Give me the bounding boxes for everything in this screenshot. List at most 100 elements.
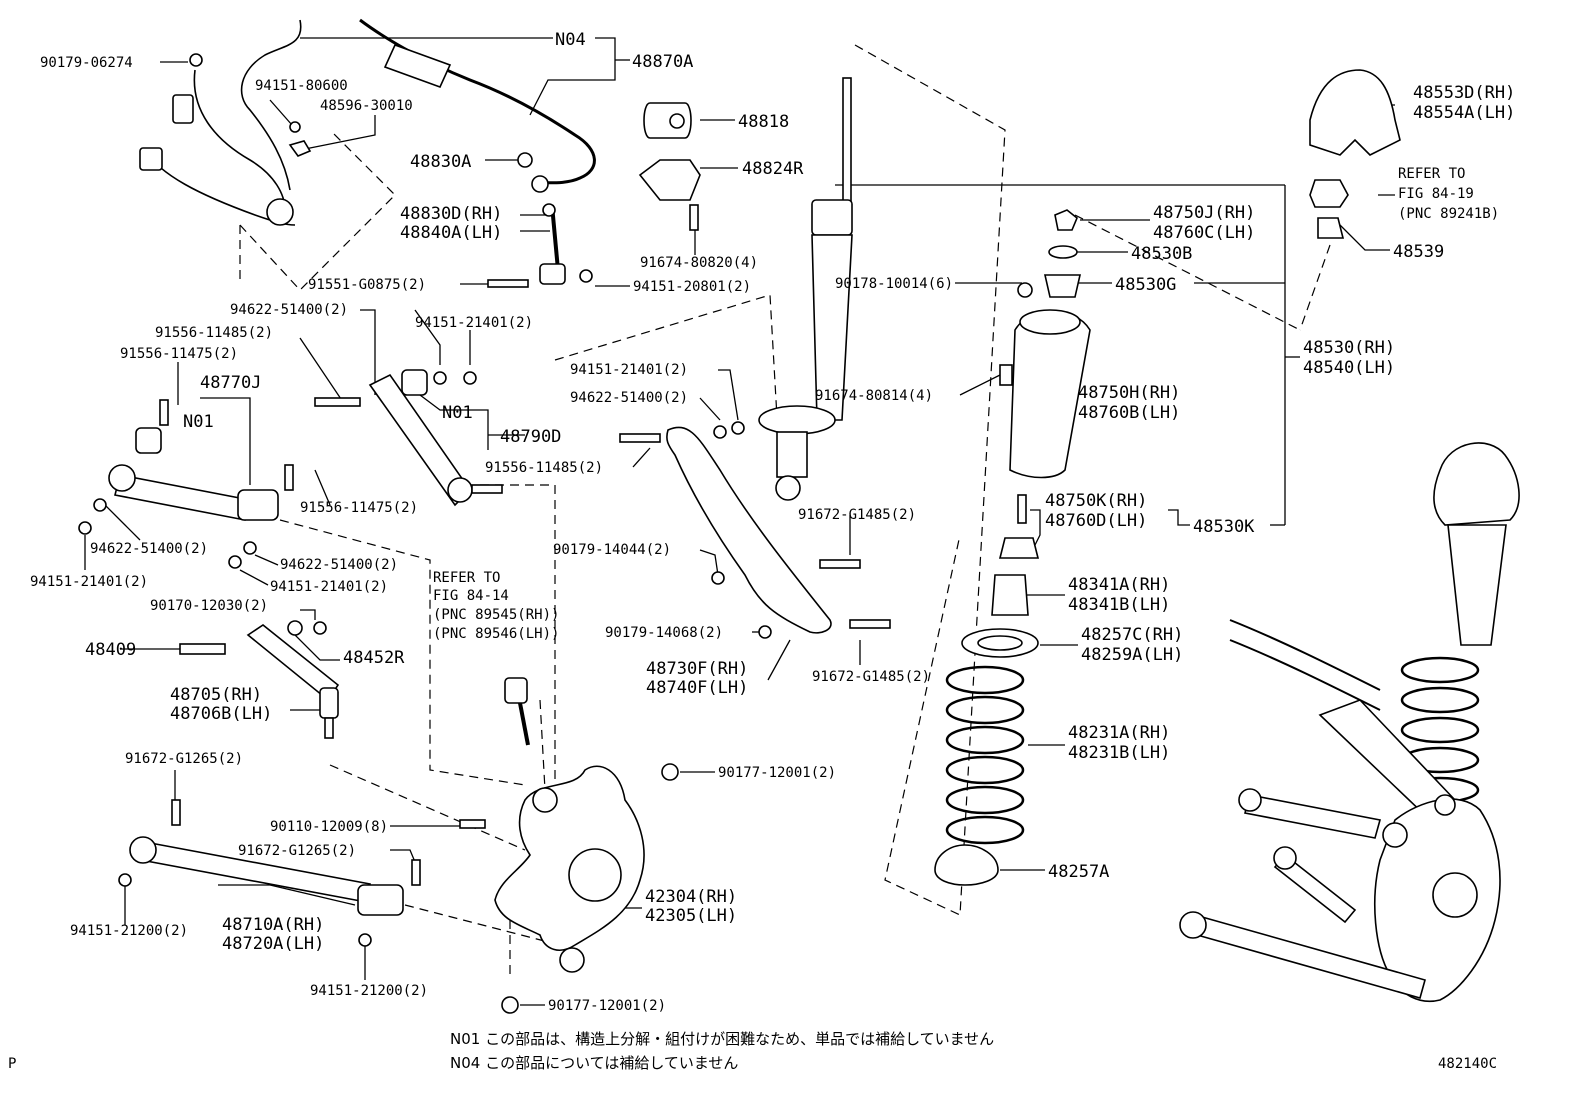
callout-90110-12009: 90110-12009(8) bbox=[270, 819, 388, 835]
callout-94151-80600: 94151-80600 bbox=[255, 78, 348, 94]
callout-48750H: 48750H(RH) bbox=[1078, 383, 1180, 403]
callout-n01-b: N01 bbox=[442, 403, 473, 423]
stabilizer-sensor-wire bbox=[240, 19, 302, 191]
bolt-90110-12009 bbox=[459, 819, 486, 829]
sensor-connector bbox=[172, 94, 194, 124]
shock-lower-eye bbox=[775, 475, 801, 501]
stabilizer-bar-cushion bbox=[383, 43, 452, 89]
refer-b-line-1: REFER TO bbox=[1398, 166, 1465, 182]
cushion-48530G bbox=[1043, 274, 1082, 298]
stabilizer-link-outline bbox=[239, 129, 396, 291]
callout-48409: 48409 bbox=[85, 640, 136, 660]
washer-94622-51400-b bbox=[93, 498, 107, 512]
callout-91674-80820: 91674-80820(4) bbox=[640, 255, 758, 271]
stabilizer-bushing-mount bbox=[266, 198, 294, 226]
clip-48539 bbox=[1317, 217, 1345, 239]
callout-n04: N04 bbox=[555, 30, 586, 50]
callout-94622-51400-a: 94622-51400(2) bbox=[230, 302, 348, 318]
knuckle-hub-bore bbox=[568, 848, 622, 902]
pin-48750K bbox=[1017, 494, 1027, 524]
callout-48824R: 48824R bbox=[742, 159, 804, 179]
nut-94151-21401-d bbox=[731, 421, 745, 435]
callout-48530G: 48530G bbox=[1115, 275, 1176, 295]
nut-90178-10014 bbox=[1017, 282, 1033, 298]
nut-90170-12030 bbox=[313, 621, 327, 635]
callout-42304: 42304(RH) bbox=[645, 887, 737, 907]
callout-48231A: 48231A(RH) bbox=[1068, 723, 1170, 743]
bolt-91551-G0875 bbox=[487, 279, 529, 288]
bolt-91674-80814 bbox=[999, 364, 1013, 386]
callout-94151-21401-c: 94151-21401(2) bbox=[270, 579, 388, 595]
nut-94151-21401-c bbox=[228, 555, 242, 569]
stabilizer-link-lower bbox=[539, 263, 566, 285]
refer-b-line-2: FIG 84-19 bbox=[1398, 186, 1474, 202]
callout-48553D: 48553D(RH) bbox=[1413, 83, 1515, 103]
page-marker: P bbox=[8, 1056, 16, 1072]
washer-94622-51400-d bbox=[713, 425, 727, 439]
bushing-n01-a bbox=[135, 427, 162, 454]
callout-94622-51400-c: 94622-51400(2) bbox=[280, 557, 398, 573]
callout-48452R: 48452R bbox=[343, 648, 405, 668]
nut-90179-14068 bbox=[758, 625, 772, 639]
stabilizer-wire-b bbox=[193, 69, 286, 211]
arm-48770J-end-b bbox=[237, 489, 279, 521]
bolt-91556-11485-a bbox=[314, 397, 361, 407]
bushing-n01-b bbox=[401, 369, 428, 396]
refer-note-line-4: (PNC 89546(LH)) bbox=[433, 626, 559, 642]
callout-48740F: 48740F(LH) bbox=[646, 678, 748, 698]
callout-48706B: 48706B(LH) bbox=[170, 704, 272, 724]
ball-joint-stud bbox=[324, 717, 334, 739]
arm-48730F bbox=[666, 426, 832, 634]
bracket-refer-89241B bbox=[1309, 179, 1349, 208]
nut-94151-20801 bbox=[579, 269, 593, 283]
callout-94151-21401-d: 94151-21401(2) bbox=[570, 362, 688, 378]
part-callout-labels: 90179-06274 94151-80600 48596-30010 N04 … bbox=[30, 30, 1515, 1014]
bolt-91556-11475-c bbox=[284, 464, 294, 491]
refer-note-line-3: (PNC 89545(RH)) bbox=[433, 607, 559, 623]
abs-sensor bbox=[504, 677, 528, 704]
bushing-48818 bbox=[643, 102, 692, 139]
bolt-48409 bbox=[179, 643, 226, 655]
note-n01: N01 この部品は、構造上分解・組付けが困難なため、単品では補給していません bbox=[450, 1030, 994, 1048]
support-48750H-top bbox=[1019, 309, 1081, 335]
callout-91672-G1265-a: 91672-G1265(2) bbox=[125, 751, 243, 767]
callout-48539: 48539 bbox=[1393, 242, 1444, 262]
callout-94622-51400-d: 94622-51400(2) bbox=[570, 390, 688, 406]
shock-body-upper bbox=[811, 199, 853, 236]
washer-94622-51400-c bbox=[243, 541, 257, 555]
callout-48870A: 48870A bbox=[632, 52, 693, 72]
callout-48257A: 48257A bbox=[1048, 862, 1109, 882]
knuckle-42304 bbox=[494, 765, 645, 951]
callout-48770J: 48770J bbox=[200, 373, 261, 393]
callout-n01-a: N01 bbox=[183, 412, 214, 432]
nut-90177-12001-a bbox=[661, 763, 679, 781]
nut-90179-06274 bbox=[189, 53, 203, 67]
bolt-91672-G1485-a bbox=[819, 559, 861, 569]
callout-48530K: 48530K bbox=[1193, 517, 1255, 537]
nut-94151-21401-b bbox=[78, 521, 92, 535]
clip-94151-80600 bbox=[289, 121, 301, 133]
callout-94622-51400-b: 94622-51400(2) bbox=[90, 541, 208, 557]
shock-lower bbox=[776, 431, 808, 478]
callout-48710A: 48710A(RH) bbox=[222, 915, 324, 935]
stabilizer-link-rod bbox=[550, 204, 560, 271]
assembled-suspension-view bbox=[1179, 442, 1520, 1002]
nut-94151-21200-a bbox=[118, 873, 132, 887]
shock-body bbox=[811, 234, 853, 421]
washer-48530B bbox=[1048, 245, 1078, 259]
bolt-91556-11475-b bbox=[471, 484, 503, 494]
strut-assembly-outline bbox=[854, 44, 1006, 916]
callout-91556-11475-a: 91556-11475(2) bbox=[120, 346, 238, 362]
callout-48596-30010: 48596-30010 bbox=[320, 98, 413, 114]
bolt-91556-11475-a bbox=[159, 399, 169, 426]
callout-90170-12030: 90170-12030(2) bbox=[150, 598, 268, 614]
bushing-48830A bbox=[517, 152, 533, 168]
callout-91551-G0875: 91551-G0875(2) bbox=[308, 277, 426, 293]
callout-42305: 42305(LH) bbox=[645, 906, 737, 926]
callout-94151-21401-a: 94151-21401(2) bbox=[415, 315, 533, 331]
spring-insulator-48257A bbox=[934, 844, 999, 886]
knuckle-upper-bushing bbox=[532, 787, 558, 813]
outline-segment bbox=[1074, 214, 1301, 331]
outline-segment bbox=[480, 484, 556, 790]
callout-91672-G1265-b: 91672-G1265(2) bbox=[238, 843, 356, 859]
